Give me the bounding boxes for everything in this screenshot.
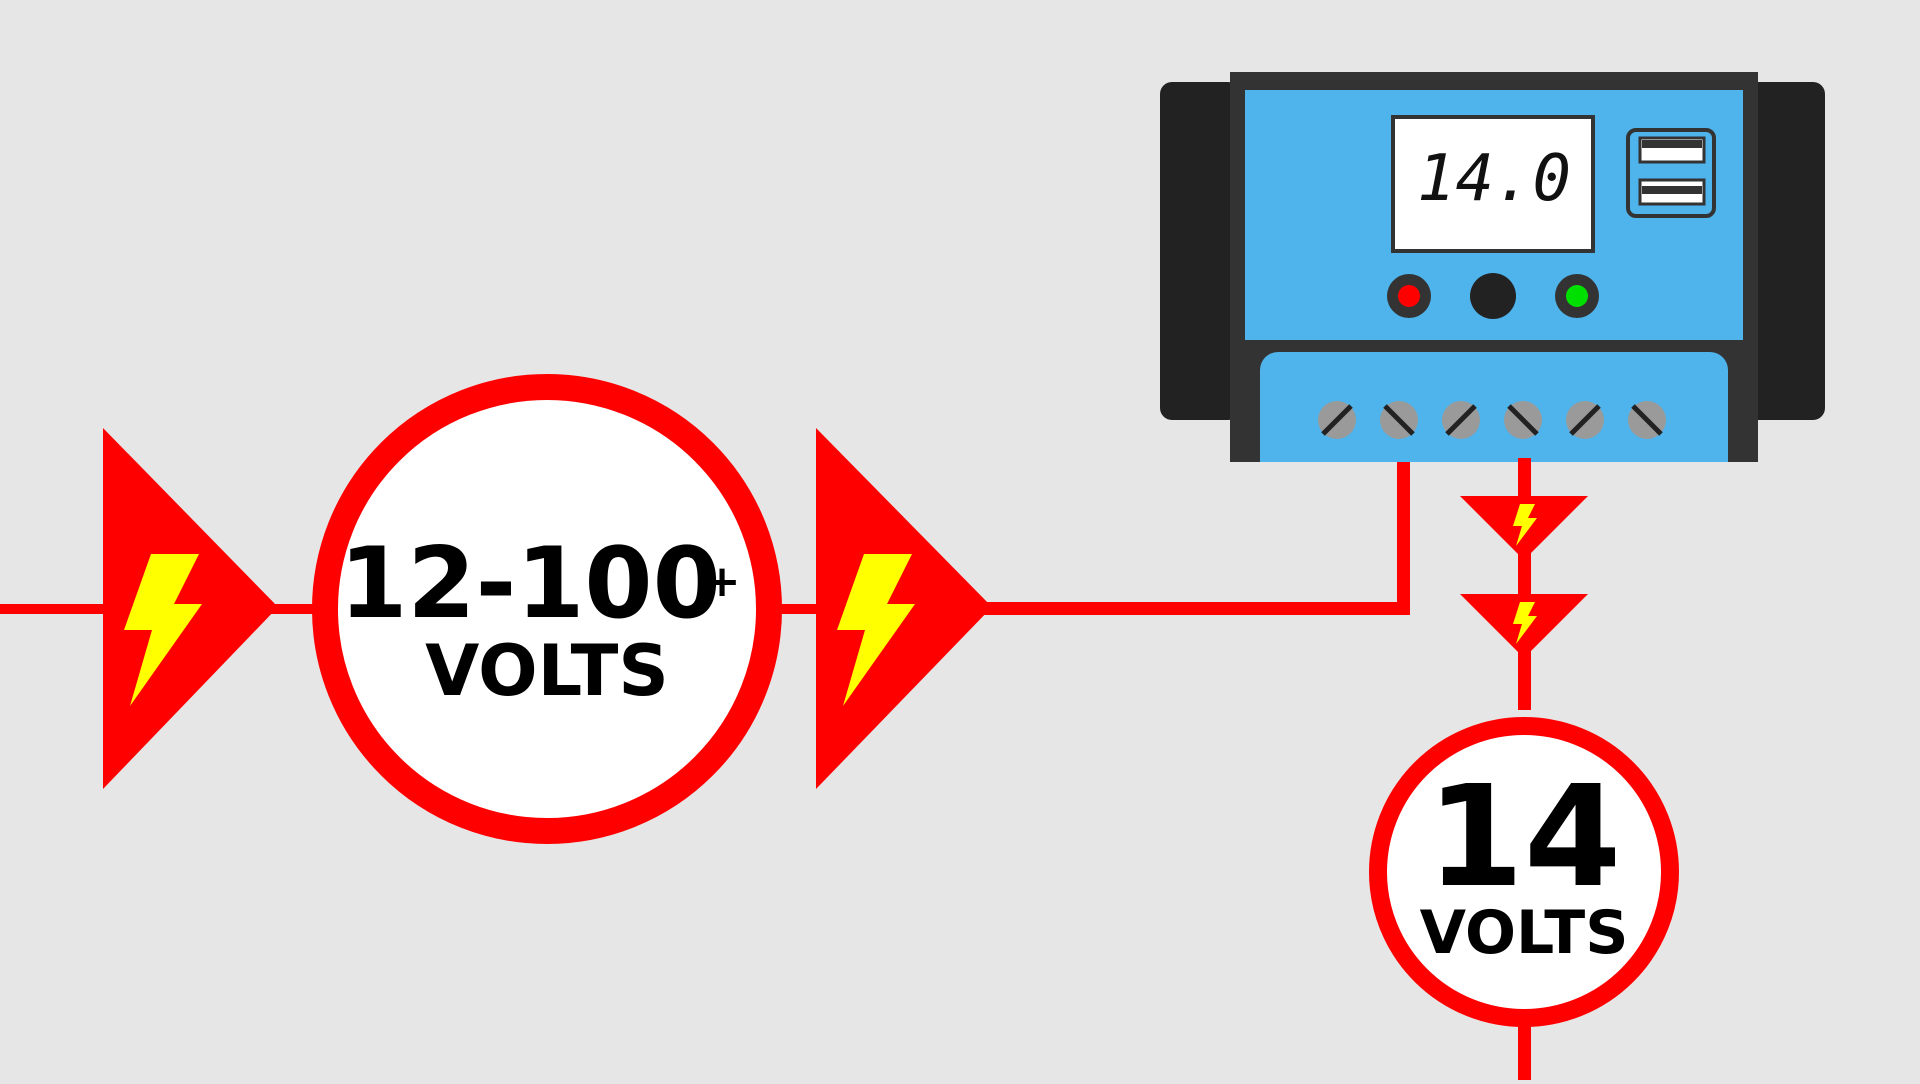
screw-terminal	[1442, 401, 1480, 439]
input-voltage-badge: 12-100 + VOLTS	[312, 374, 782, 844]
lightning-bolt-icon	[1513, 602, 1537, 644]
lcd-display: 14.0	[1391, 115, 1595, 253]
usb-ports	[1626, 128, 1716, 218]
input-arrow-right	[816, 428, 992, 789]
input-voltage-value: 12-100	[339, 527, 721, 641]
controller-right-bracket	[1745, 82, 1825, 420]
lcd-reading: 14.0	[1417, 142, 1571, 216]
screw-terminal	[1628, 401, 1666, 439]
lightning-bolt-icon	[124, 554, 202, 706]
input-voltage-unit: VOLTS	[425, 630, 669, 712]
input-arrow-left	[103, 428, 278, 789]
controller-terminal-cover	[1260, 352, 1728, 462]
screw-terminal	[1566, 401, 1604, 439]
controller-button	[1470, 273, 1516, 319]
screw-terminal	[1318, 401, 1356, 439]
input-voltage-plus: +	[704, 556, 741, 607]
output-voltage-badge: 14 VOLTS	[1369, 717, 1679, 1027]
charge-controller: 14.0	[1160, 72, 1825, 462]
output-arrow-2	[1460, 594, 1588, 658]
controller-left-bracket	[1160, 82, 1240, 420]
screw-terminal	[1504, 401, 1542, 439]
lightning-bolt-icon	[837, 554, 915, 706]
output-voltage-unit: VOLTS	[1420, 898, 1629, 968]
output-arrow-1	[1460, 496, 1588, 560]
output-voltage-value: 14	[1427, 756, 1622, 919]
input-wire	[0, 458, 1410, 615]
lightning-bolt-icon	[1513, 504, 1537, 546]
screw-terminal	[1380, 401, 1418, 439]
screw-terminals	[1318, 401, 1666, 439]
